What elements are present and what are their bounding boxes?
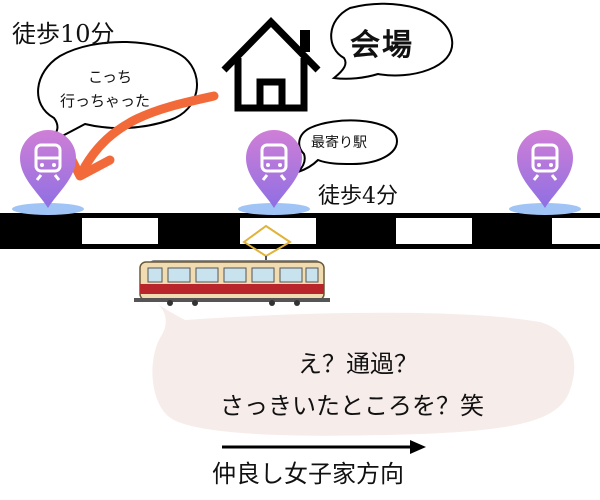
tram-icon [134, 224, 330, 306]
nearest-bubble [297, 119, 398, 173]
venue-bubble [330, 2, 454, 80]
speech-line1: え？通過？ [298, 350, 418, 378]
venue-label: 会場 [350, 28, 414, 63]
went-bubble [37, 41, 198, 145]
station-pin-1-icon [12, 130, 84, 215]
went-label-line2: 行っちゃった [60, 92, 151, 110]
station-pin-2-icon [238, 130, 310, 215]
walk-10min-label: 徒歩10分 [12, 20, 115, 48]
station-pin-3-icon [509, 130, 581, 215]
speech-bubble [152, 304, 575, 436]
went-label-line1: こっち [88, 68, 132, 86]
direction-label: 仲良し女子家方向 [212, 460, 404, 488]
direction-arrow-bottom-icon [222, 440, 426, 454]
rail-track [0, 213, 600, 249]
walk-4min-label: 徒歩4分 [318, 184, 398, 209]
speech-line2: さっきいたところを？笑 [220, 392, 484, 420]
nearest-station-label: 最寄り駅 [311, 135, 367, 151]
house-icon [221, 16, 321, 112]
